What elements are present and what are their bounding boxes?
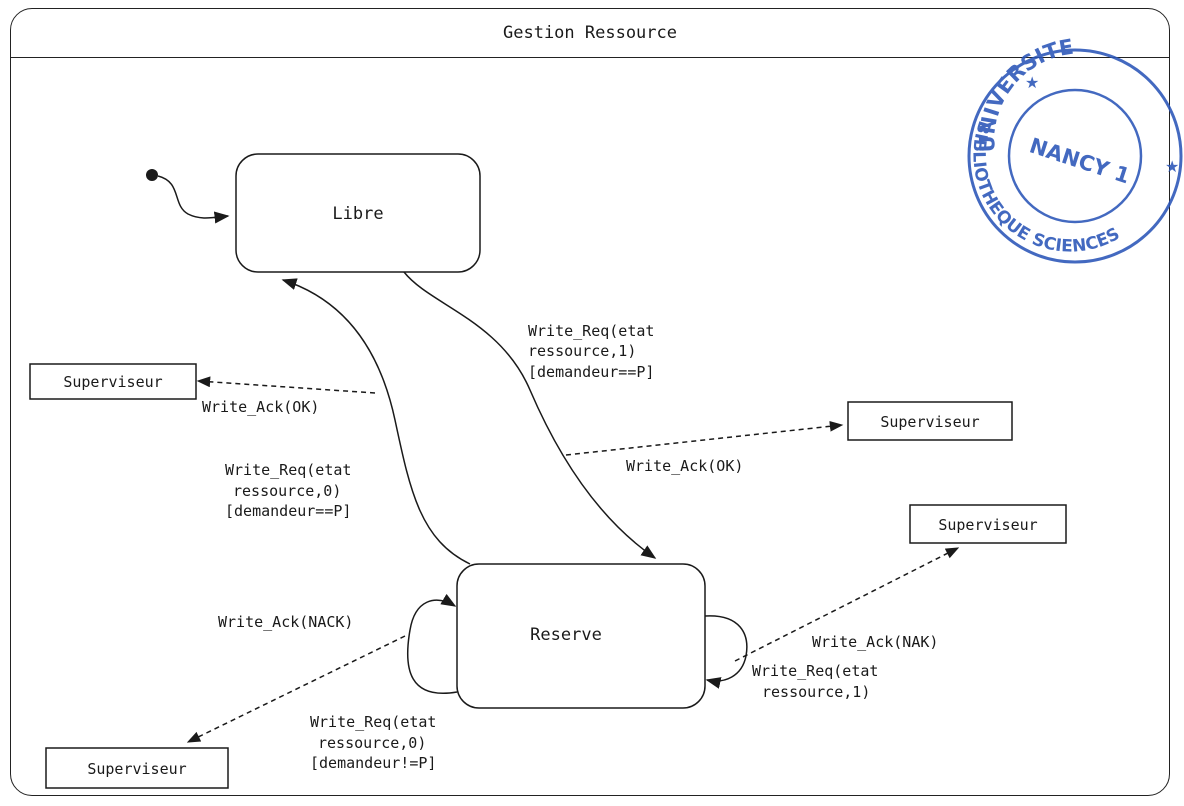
label-line: Write_Req(etat [528, 322, 654, 340]
superviseur-label: Superviseur [63, 373, 162, 391]
initial-state-dot [146, 169, 158, 181]
label-libre-to-reserve: Write_Req(etat ressource,1) [demandeur==… [528, 322, 654, 381]
superviseur-label: Superviseur [87, 760, 186, 778]
label-reserve-to-libre: Write_Req(etat ressource,0) [demandeur==… [225, 461, 351, 520]
superviseur-box-right: Superviseur [909, 504, 1067, 544]
self-loop-right [704, 615, 748, 689]
label-line: ressource,1) [762, 683, 870, 701]
diagram-title-text: Gestion Ressource [503, 22, 677, 43]
message-arrow-ack-ok-right [565, 420, 844, 456]
transition-reserve-to-libre [281, 278, 471, 565]
message-arrow-ack-ok-left [196, 376, 376, 394]
message-label-ack-nak: Write_Ack(NAK) [812, 633, 938, 651]
library-stamp: UNIVERSITE BIBLIOTHEQUE SCIENCES NANCY 1… [967, 35, 1183, 264]
message-label-ack-nack: Write_Ack(NACK) [218, 613, 353, 631]
state-libre-label: Libre [332, 204, 383, 224]
label-line: ressource,1) [528, 342, 636, 360]
label-line: ressource,0) [318, 734, 426, 752]
message-arrow-ack-nak [734, 547, 960, 662]
superviseur-label: Superviseur [938, 516, 1037, 534]
diagram-title: Gestion Ressource [10, 8, 1170, 58]
message-label-ack-ok-right: Write_Ack(OK) [626, 457, 743, 475]
label-line: Write_Req(etat [225, 461, 351, 479]
message-label-ack-ok-left: Write_Ack(OK) [202, 398, 319, 416]
label-line: Write_Req(etat [752, 662, 878, 680]
state-reserve-label: Reserve [530, 625, 602, 645]
initial-transition-arrow [157, 175, 230, 224]
label-line: [demandeur!=P] [310, 754, 436, 772]
superviseur-box-top-left: Superviseur [29, 363, 197, 400]
stamp-star-icon: ★ [1025, 73, 1039, 92]
stamp-center-text: NANCY 1 [1027, 133, 1133, 188]
state-libre: Libre [235, 153, 481, 273]
self-loop-left [406, 593, 458, 695]
transition-libre-to-reserve [403, 271, 657, 559]
message-arrow-ack-nack [186, 635, 406, 743]
label-line: [demandeur==P] [528, 363, 654, 381]
label-line: Write_Req(etat [310, 713, 436, 731]
superviseur-box-bottom-left: Superviseur [45, 747, 229, 789]
superviseur-label: Superviseur [880, 413, 979, 431]
stamp-star-icon: ★ [1165, 157, 1179, 176]
label-line: ressource,0) [233, 482, 341, 500]
label-self-loop-right: Write_Req(etat ressource,1) [752, 662, 878, 701]
label-line: [demandeur==P] [225, 502, 351, 520]
state-reserve: Reserve [456, 563, 706, 709]
label-self-loop-left: Write_Req(etat ressource,0) [demandeur!=… [310, 713, 436, 772]
superviseur-box-mid-right: Superviseur [847, 401, 1013, 441]
